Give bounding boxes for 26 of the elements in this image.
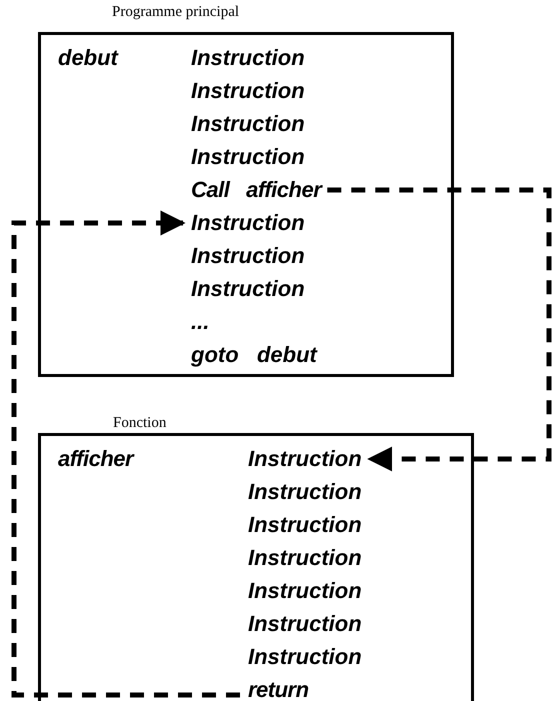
block-heading: Fonction	[113, 415, 166, 432]
code-line: goto debut	[191, 342, 317, 368]
code-block-box	[38, 32, 454, 377]
code-line: Instruction	[248, 446, 362, 472]
code-line: Instruction	[191, 276, 305, 302]
code-line: Instruction	[248, 479, 362, 505]
code-line: Instruction	[248, 512, 362, 538]
code-line: ...	[191, 309, 210, 335]
code-line: Instruction	[191, 78, 305, 104]
code-line: Instruction	[191, 144, 305, 170]
dashed-arrow	[327, 188, 552, 472]
code-line: Instruction	[191, 210, 305, 236]
code-block-box	[38, 433, 474, 701]
code-line: Instruction	[248, 578, 362, 604]
code-line: afficher	[58, 446, 134, 472]
code-line: debut	[58, 45, 118, 71]
code-line: Instruction	[191, 243, 305, 269]
code-line: Call afficher	[191, 177, 322, 203]
dashed-arrow	[12, 210, 240, 698]
code-line: return	[248, 677, 309, 701]
code-line: Instruction	[191, 45, 305, 71]
code-line: Instruction	[248, 611, 362, 637]
block-heading: Programme principal	[112, 4, 240, 21]
code-line: Instruction	[248, 644, 362, 670]
code-line: Instruction	[248, 545, 362, 571]
code-line: Instruction	[191, 111, 305, 137]
